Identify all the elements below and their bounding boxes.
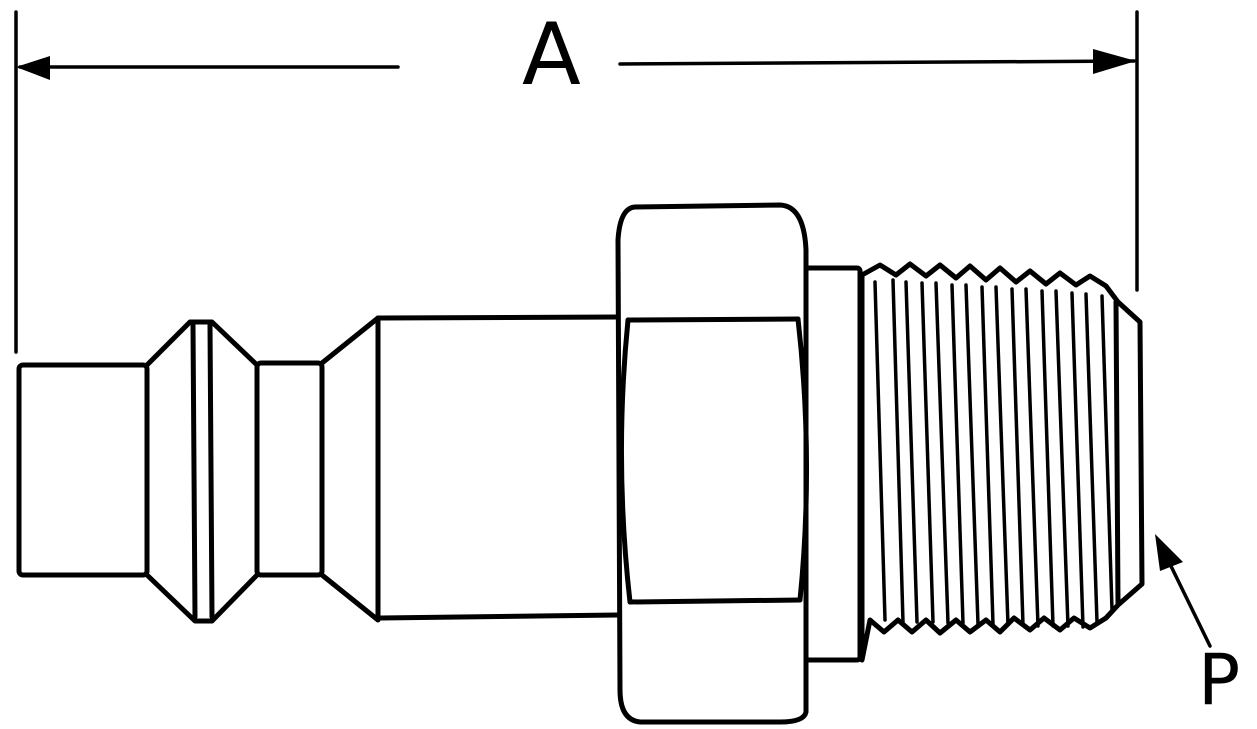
shoulder-section — [803, 265, 863, 663]
collar-bottom-bevel — [144, 572, 260, 624]
dimension-line-right — [618, 59, 1136, 66]
body-section — [375, 314, 621, 621]
collar-ring-right — [207, 322, 215, 620]
male-thread — [859, 261, 1145, 663]
shoulder — [803, 265, 863, 663]
nose — [16, 362, 150, 578]
neck-section — [254, 315, 381, 623]
callout-p-label: P — [1198, 639, 1241, 721]
hex-nut — [615, 202, 810, 725]
nose-section — [16, 362, 150, 578]
body-top-edge — [375, 314, 621, 321]
hex-center-face-left — [618, 317, 633, 605]
thread-profile — [859, 261, 1145, 663]
leader-line — [1166, 558, 1212, 648]
neck — [254, 360, 325, 578]
locking-collar — [144, 319, 260, 624]
neck-taper — [319, 315, 381, 623]
collar-ring-left — [190, 322, 198, 620]
callout-p-leader — [1155, 534, 1212, 648]
dimension-a-label: A — [522, 5, 581, 105]
arrowhead-left-icon — [16, 56, 50, 80]
leader-arrowhead-icon — [1155, 534, 1183, 571]
arrowhead-right-icon — [1093, 49, 1136, 74]
hex-upper-flat-edge — [625, 316, 801, 323]
body-bottom-edge — [375, 612, 621, 621]
hex-outline — [615, 202, 809, 725]
thread-crests — [873, 278, 1121, 629]
dimension-a — [14, 10, 1139, 354]
collar-top-bevel — [144, 319, 260, 368]
hex-lower-flat-edge — [627, 597, 803, 605]
